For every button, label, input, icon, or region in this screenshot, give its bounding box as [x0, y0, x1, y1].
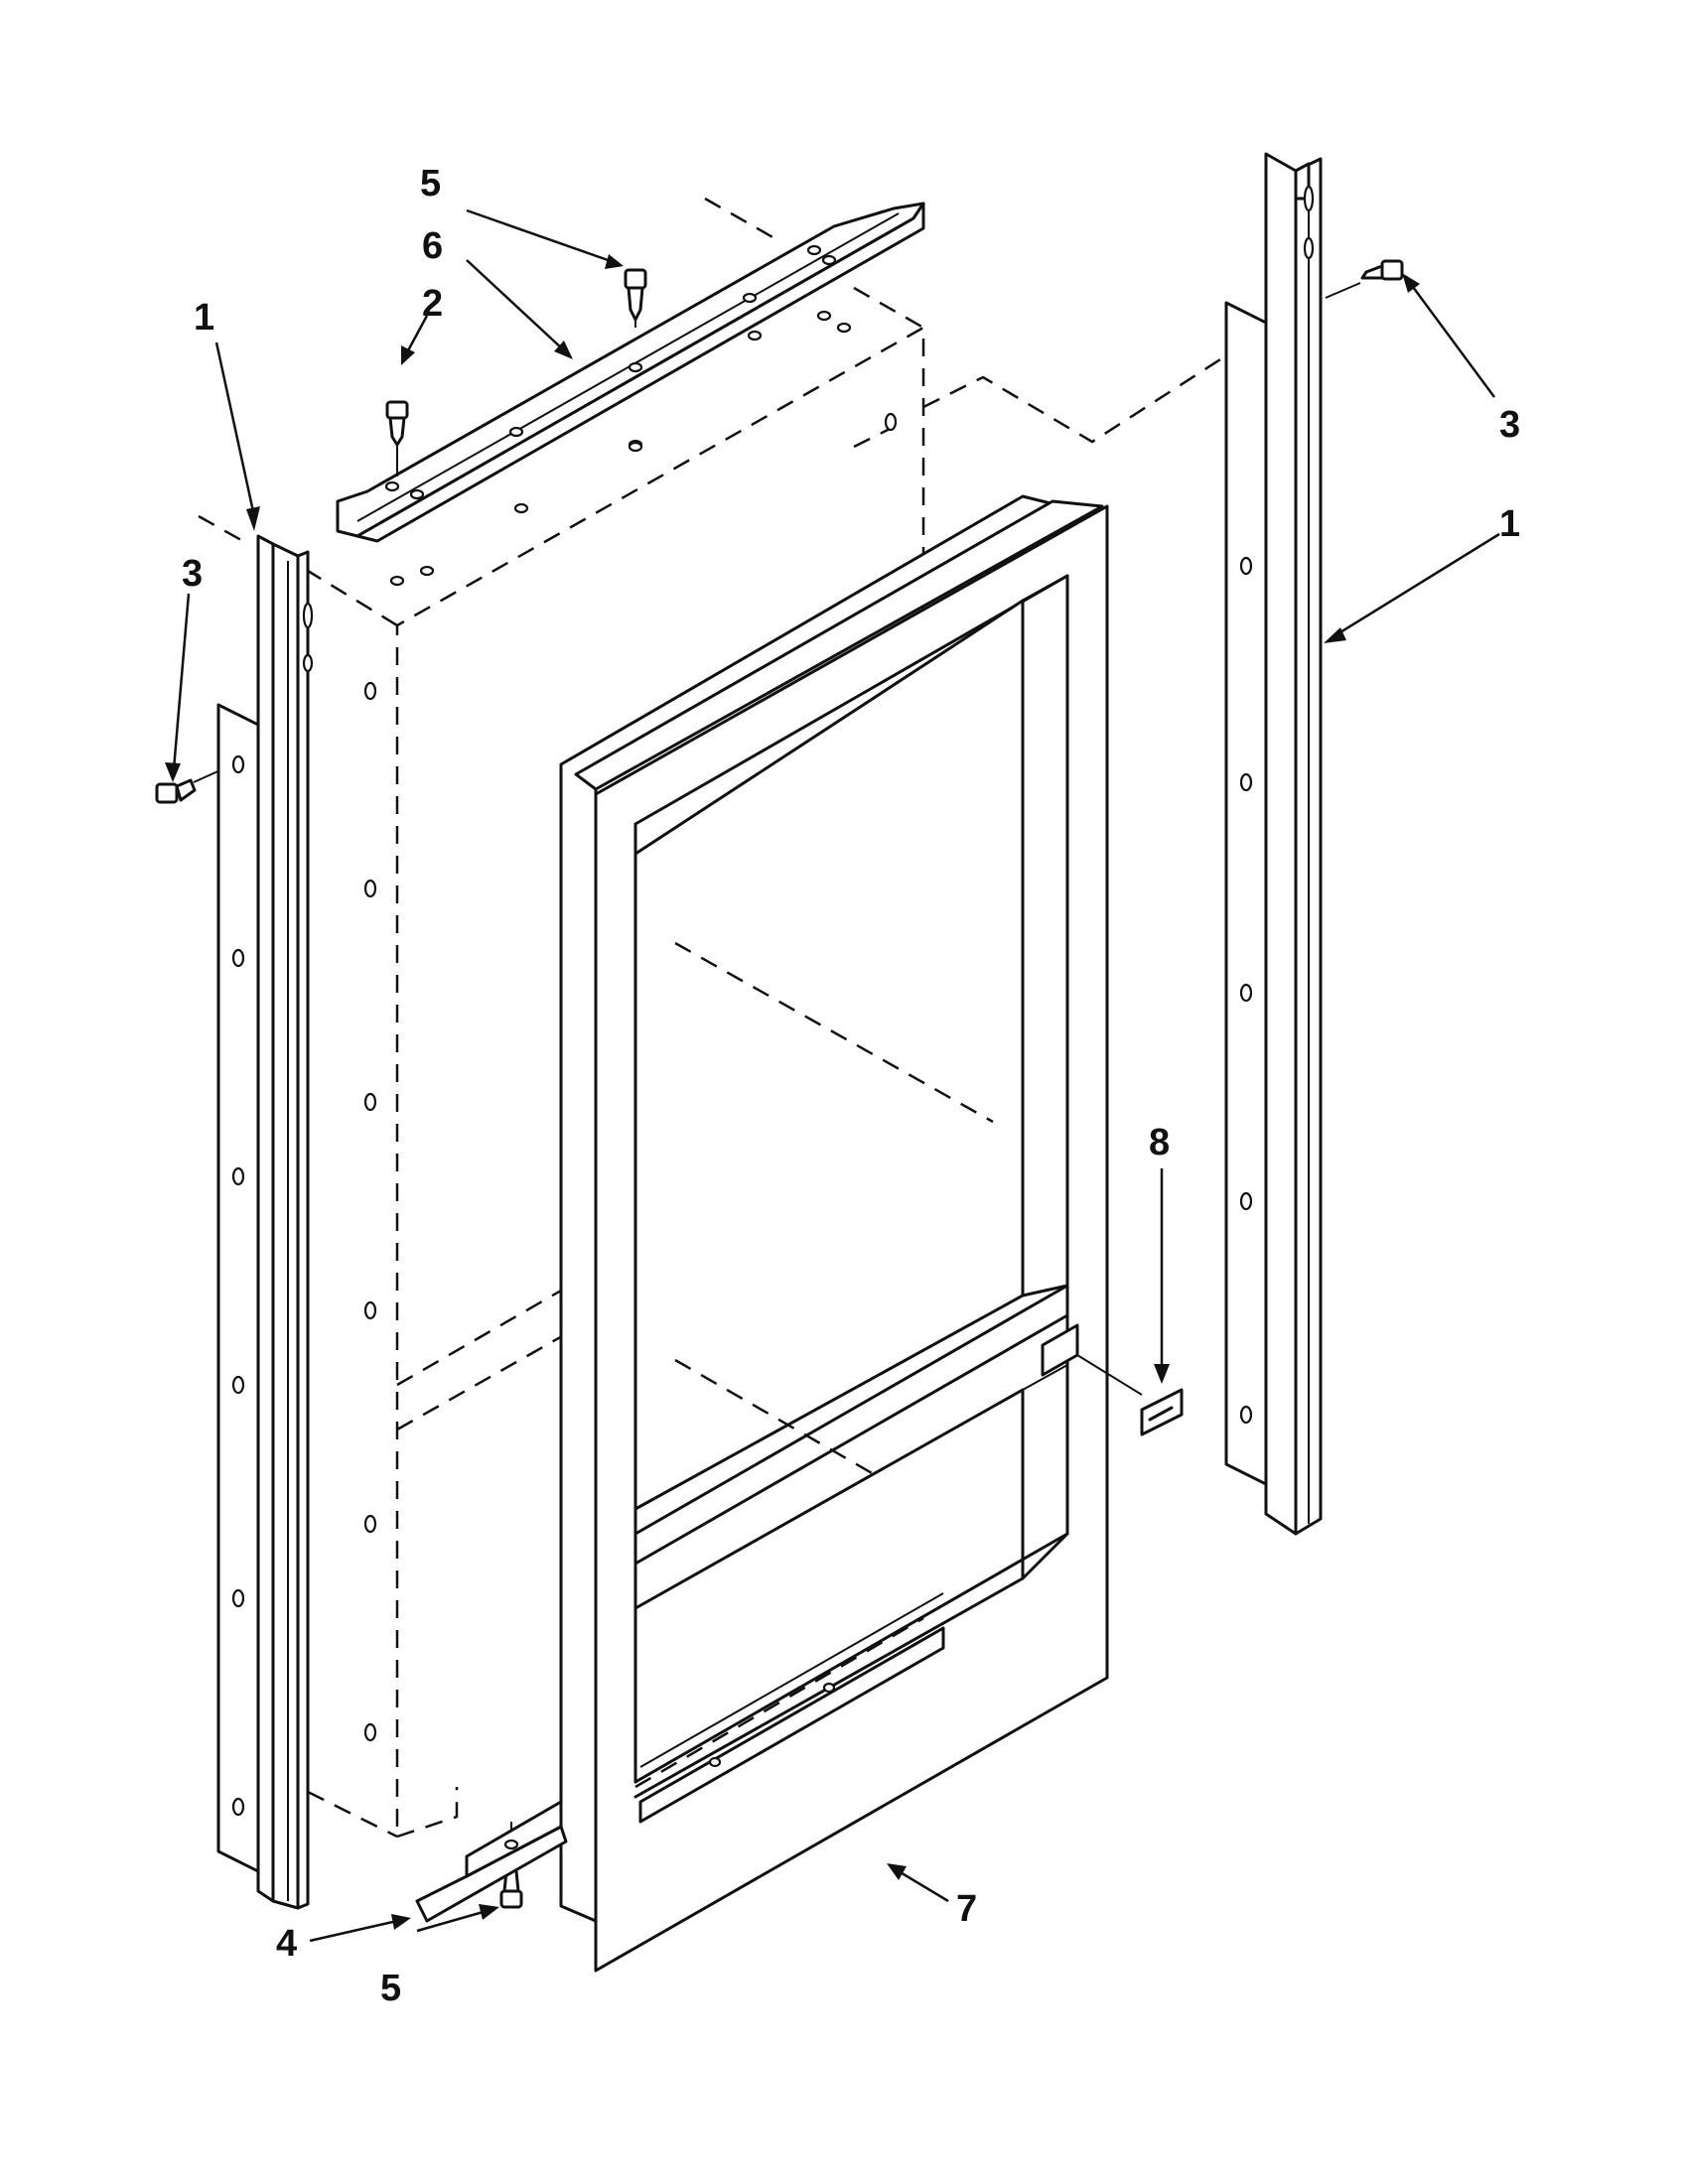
callout-5-top: 5	[420, 163, 441, 205]
right-side-trim-channel	[1264, 152, 1323, 1536]
screw-left-3	[155, 763, 234, 804]
callout-3-left: 3	[182, 553, 203, 595]
screw-right-3	[1325, 259, 1404, 299]
callout-5-bottom: 5	[380, 1968, 401, 2009]
callout-labels: 1 1 2 3 3 4 5 5 6 7 8	[182, 163, 1520, 2009]
callout-1-left: 1	[194, 297, 214, 339]
callout-1-right: 1	[1499, 503, 1520, 545]
top-mounting-bracket	[336, 202, 925, 587]
bottom-mounting-bracket	[415, 1800, 568, 1923]
screw-top-5	[624, 268, 647, 328]
leader-lines	[165, 208, 1500, 1943]
door-trim-frame	[559, 494, 1109, 1973]
callout-6: 6	[422, 225, 443, 267]
callout-4: 4	[276, 1923, 297, 1965]
callout-8: 8	[1149, 1122, 1170, 1163]
callout-3-right: 3	[1499, 404, 1520, 446]
left-side-plate	[216, 703, 260, 1873]
left-side-trim-channel	[256, 534, 314, 1910]
callout-7: 7	[956, 1888, 977, 1930]
right-side-plate	[1224, 301, 1268, 1486]
callout-2: 2	[422, 283, 443, 325]
nameplate-badge	[1041, 1323, 1184, 1436]
screw-top-2	[385, 400, 409, 477]
